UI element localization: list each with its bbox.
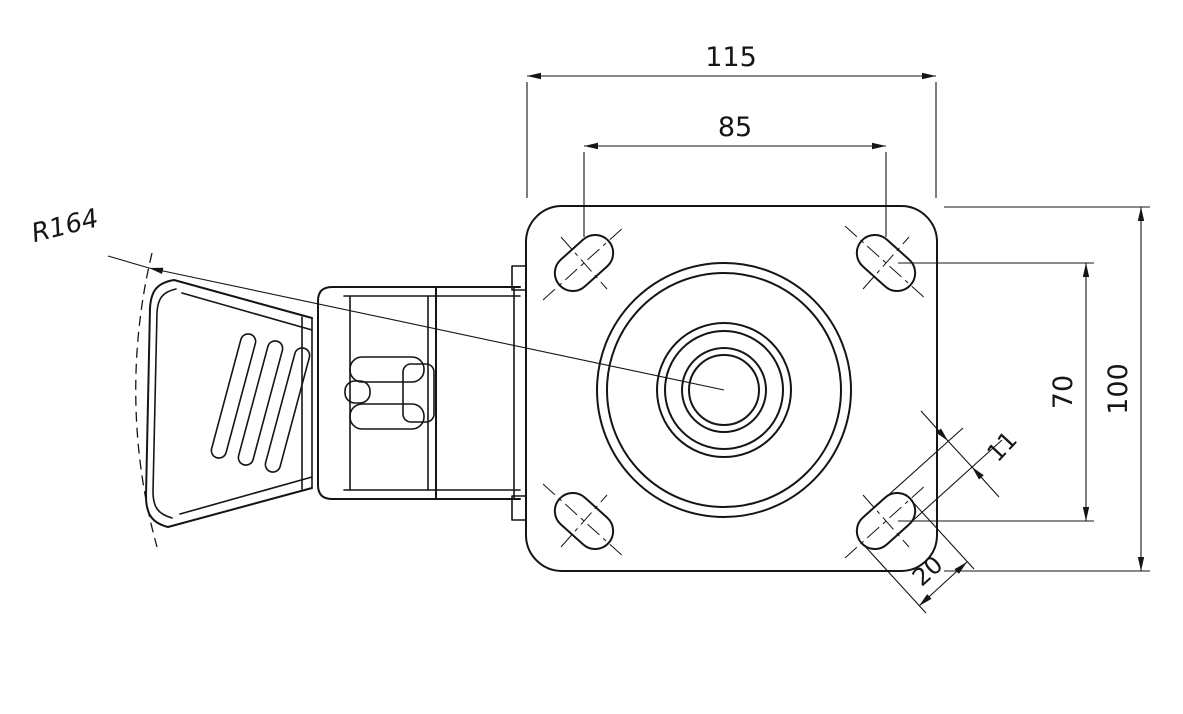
latch-pivot — [344, 380, 371, 404]
bearing-circle — [656, 322, 792, 458]
pedal-bottom-inner-edge — [179, 476, 313, 515]
pedal-grip-slot — [210, 333, 257, 459]
centerline — [862, 494, 910, 548]
dimension-line — [918, 561, 968, 607]
mounting-plate — [511, 205, 938, 572]
brake-pedal — [145, 279, 313, 528]
extension-line — [909, 498, 975, 570]
dim-bolt-spacing-vertical: 70 — [898, 262, 1094, 522]
latch-pin — [402, 363, 435, 423]
dim-overall-height-label: 100 — [1103, 363, 1134, 415]
latch-slot-lower — [349, 403, 425, 430]
dimension-arrow-line — [920, 410, 949, 442]
centerline — [862, 236, 910, 290]
pedal-grip-slot — [237, 340, 284, 466]
centerline — [844, 483, 928, 559]
extension-line — [861, 542, 927, 614]
centerline — [560, 494, 608, 548]
extension-line — [873, 427, 964, 509]
centerline — [844, 225, 928, 301]
radius-leader-line — [148, 267, 725, 391]
pedal-swing-arc — [135, 252, 158, 548]
dim-overall-width-label: 115 — [705, 42, 757, 73]
extension-line — [897, 439, 1003, 535]
centerline — [560, 236, 608, 290]
dim-bolt-spacing-horizontal: 85 — [583, 112, 887, 237]
radius-leader-tail — [107, 255, 150, 269]
hub-circle-inner — [688, 354, 760, 426]
plate-tab-top — [511, 265, 527, 291]
swivel-housing — [317, 286, 521, 500]
centerline — [542, 483, 626, 559]
dimension-arrow-line — [971, 466, 1000, 498]
housing-left-cap — [317, 286, 345, 500]
bearing-circle — [606, 272, 842, 508]
swivel-bearing-circles — [596, 262, 852, 518]
dim-bolt-spacing-vertical-label: 70 — [1048, 375, 1079, 409]
dim-slot-width: 11 — [873, 410, 1023, 535]
dim-lever-radius-label: R164 — [29, 203, 102, 248]
plate-bolt-slots — [542, 225, 928, 559]
plate-tab-bottom — [511, 495, 527, 521]
brake-latch — [344, 356, 435, 430]
dim-bolt-spacing-horizontal-label: 85 — [718, 112, 752, 143]
centerline — [542, 225, 626, 301]
dimension-line — [947, 440, 973, 468]
pedal-outline — [145, 279, 313, 528]
pedal-rolled-edge — [152, 288, 177, 519]
dim-overall-height: 100 — [944, 206, 1150, 572]
dim-overall-width: 115 — [526, 42, 937, 198]
pedal-top-inner-edge — [181, 292, 313, 331]
latch-slot-upper — [349, 356, 425, 383]
dim-slot-width-label: 11 — [981, 426, 1022, 467]
plate-outline — [525, 205, 938, 572]
pedal-grip-slot — [264, 347, 311, 473]
hub-circle — [681, 347, 767, 433]
bearing-circle-outer — [596, 262, 852, 518]
bearing-circle — [664, 330, 784, 450]
